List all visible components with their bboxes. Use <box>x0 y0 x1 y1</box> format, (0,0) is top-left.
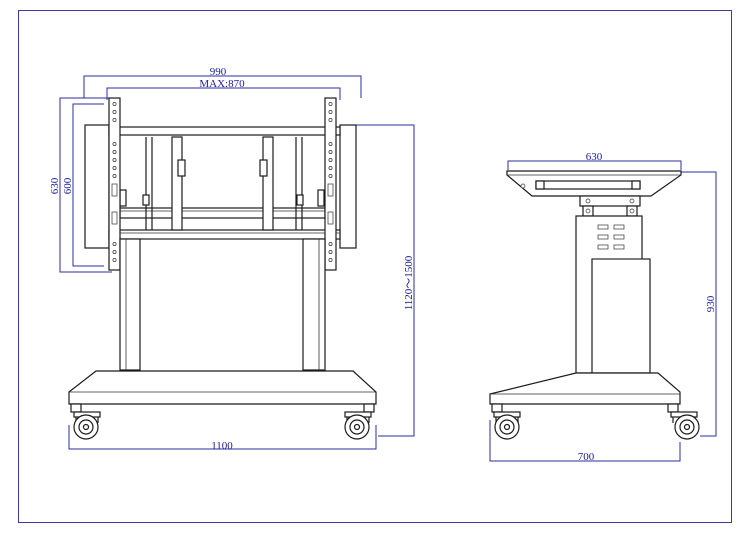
drawing-border <box>18 10 732 523</box>
dimension-max-870-label: MAX:870 <box>199 78 245 90</box>
dimension-600: 600 <box>62 103 104 267</box>
dimension-1100: 1100 <box>68 425 377 452</box>
bottom-rail <box>108 229 341 240</box>
front-columns <box>119 238 326 371</box>
top-rail <box>108 126 341 136</box>
dimension-700: 700 <box>489 420 681 463</box>
front-left-caster <box>70 403 101 440</box>
side-left-caster <box>491 403 521 440</box>
dimension-630-side-label: 630 <box>586 151 603 163</box>
dimension-630-front-label: 630 <box>49 177 61 194</box>
dimension-height-range-label: 1120～1500 <box>403 255 415 310</box>
side-column-inner <box>591 258 651 374</box>
dimension-930-label: 930 <box>705 295 717 312</box>
dimension-max-870: MAX:870 <box>106 78 341 100</box>
cross-bar <box>119 207 326 219</box>
dimension-1100-label: 1100 <box>211 440 233 452</box>
side-right-caster <box>667 403 700 440</box>
right-side-plate <box>339 124 357 249</box>
front-view: 990 MAX:870 630 600 1120～1500 1100 <box>49 66 415 452</box>
side-column-slots <box>597 224 625 250</box>
side-base <box>489 372 681 405</box>
left-side-plate <box>84 124 110 249</box>
front-right-caster <box>344 403 375 440</box>
dimension-630-front: 630 <box>49 97 112 273</box>
side-view: 630 930 700 <box>489 151 717 463</box>
side-tilt-joint <box>579 195 641 217</box>
front-base <box>68 370 377 405</box>
dimension-990-label: 990 <box>210 66 227 78</box>
dimension-990: 990 <box>83 66 362 98</box>
side-head-rail <box>535 180 641 190</box>
dimension-600-label: 600 <box>62 177 74 194</box>
dimension-930: 930 <box>668 171 717 437</box>
mount-brackets <box>119 136 325 231</box>
dimension-700-label: 700 <box>578 451 595 463</box>
dimension-630-side: 630 <box>507 151 682 170</box>
upright-holes <box>111 102 334 262</box>
dimension-height-range: 1120～1500 <box>356 124 415 437</box>
